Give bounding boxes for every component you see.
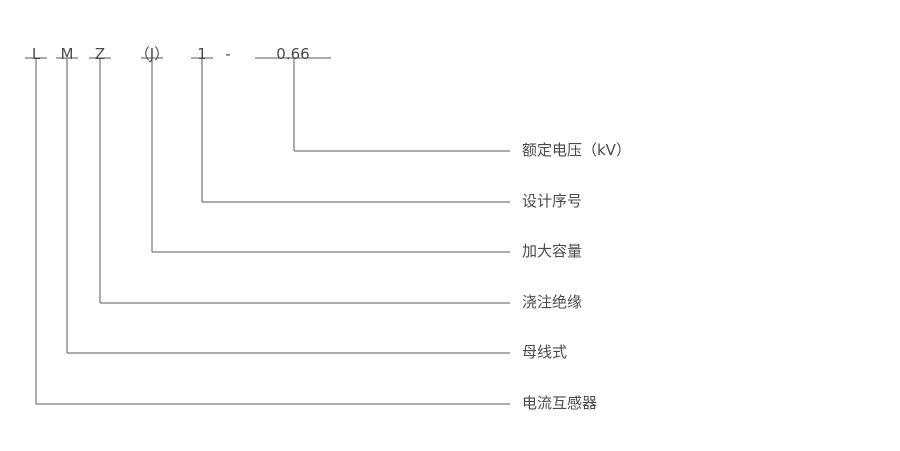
code-char-seg-l: L (31, 45, 41, 63)
code-char-seg-1: 1 (197, 45, 207, 63)
label-leader-design: 设计序号 (522, 192, 583, 210)
code-char-seg-dash: - (225, 45, 231, 63)
label-leader-voltage: 额定电压（kV） (522, 141, 631, 159)
label-leader-ct: 电流互感器 (522, 394, 598, 412)
label-leader-busbar: 母线式 (522, 343, 568, 361)
leader-line-group (35, 58, 510, 405)
code-char-seg-z: Z (94, 45, 106, 63)
code-char-seg-066: 0.66 (276, 45, 310, 63)
code-char-seg-m: M (60, 45, 74, 63)
label-leader-capacity: 加大容量 (522, 242, 583, 260)
code-char-seg-j: （J） (134, 45, 170, 63)
label-leader-cast: 浇注绝缘 (522, 293, 583, 311)
